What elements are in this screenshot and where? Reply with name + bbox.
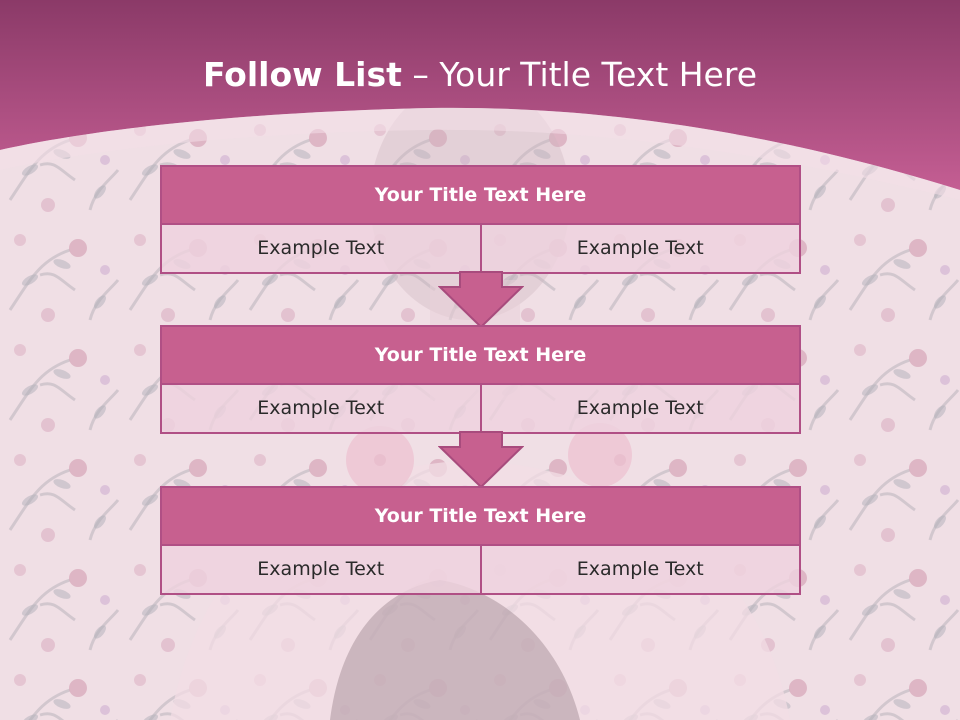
block-right-text: Example Text (479, 546, 800, 593)
block-right-text: Example Text (479, 385, 800, 432)
block-row: Example Text Example Text (162, 546, 799, 593)
block-title: Your Title Text Here (162, 488, 799, 546)
down-arrow-icon (438, 271, 524, 329)
list-block-1: Your Title Text Here Example Text Exampl… (160, 165, 801, 274)
block-row: Example Text Example Text (162, 385, 799, 432)
list-block-2: Your Title Text Here Example Text Exampl… (160, 325, 801, 434)
block-title: Your Title Text Here (162, 167, 799, 225)
header-band (0, 0, 960, 200)
block-left-text: Example Text (257, 397, 385, 419)
slide-title: Follow List – Your Title Text Here (0, 52, 960, 98)
block-right-text: Example Text (479, 225, 800, 272)
down-arrow-icon (438, 431, 524, 489)
block-row: Example Text Example Text (162, 225, 799, 272)
block-left-text: Example Text (257, 237, 385, 259)
block-left-text: Example Text (257, 558, 385, 580)
title-rest: – Your Title Text Here (412, 55, 758, 94)
list-block-3: Your Title Text Here Example Text Exampl… (160, 486, 801, 595)
title-bold: Follow List (202, 55, 402, 94)
block-title: Your Title Text Here (162, 327, 799, 385)
